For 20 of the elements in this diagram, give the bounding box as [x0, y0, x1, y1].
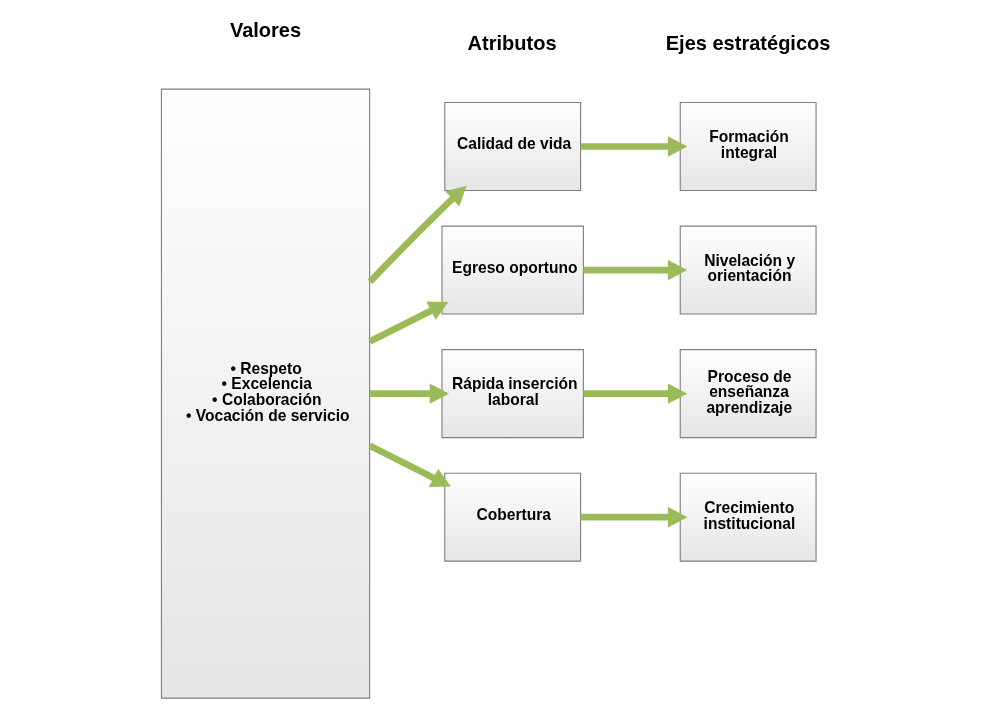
arrow [368, 301, 449, 345]
arrow [583, 259, 688, 281]
label: Valores [229, 18, 302, 41]
arrow [367, 185, 467, 285]
node-box: • Respeto • Excelencia • Colaboración • Vocación de servicio [160, 88, 371, 699]
label: Ejes estratégicos [665, 32, 831, 55]
arrow [368, 442, 451, 487]
node-box: Egreso oportuno [441, 225, 584, 315]
arrow [583, 383, 688, 404]
arrow [580, 136, 688, 157]
node-box: Cobertura [444, 472, 582, 562]
node-box: Proceso de enseñanza aprendizaje [679, 349, 817, 439]
node-box: Formación integral [679, 101, 817, 191]
label: Atributos [467, 32, 557, 55]
node-box: Nivelación y orientación [679, 225, 817, 315]
node-box: Rápida inserción laboral [441, 349, 584, 439]
arrow [580, 507, 688, 528]
node-box: Calidad de vida [444, 101, 582, 191]
node-box: Crecimiento institucional [679, 472, 817, 562]
arrow [369, 383, 450, 404]
